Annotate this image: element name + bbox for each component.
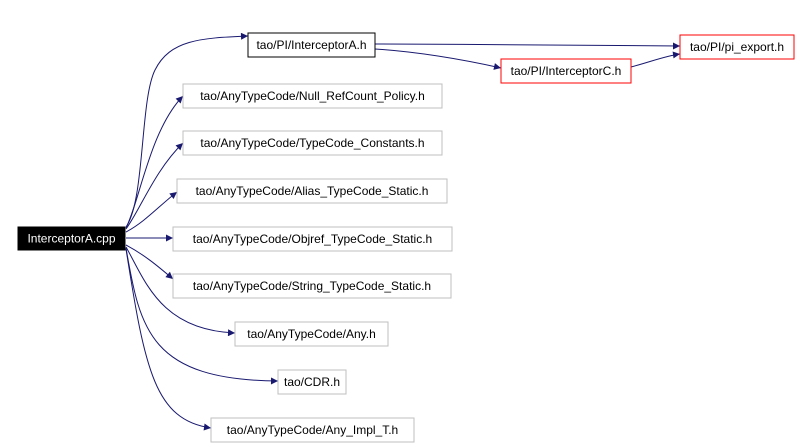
nodes: InterceptorA.cpp tao/PI/InterceptorA.h t… <box>17 32 795 443</box>
node-interceptor-a-h-label: tao/PI/InterceptorA.h <box>256 38 366 52</box>
edge <box>125 95 184 229</box>
edge <box>125 246 236 337</box>
node-typecode-constants-label: tao/AnyTypeCode/TypeCode_Constants.h <box>200 136 424 150</box>
node-root[interactable]: InterceptorA.cpp <box>17 226 126 251</box>
edge <box>125 244 174 280</box>
node-cdr-h-label: tao/CDR.h <box>284 375 340 389</box>
node-cdr-h[interactable]: tao/CDR.h <box>277 369 347 395</box>
node-pi-export-label: tao/PI/pi_export.h <box>690 40 784 54</box>
node-null-refcount-policy-label: tao/AnyTypeCode/Null_RefCount_Policy.h <box>200 89 425 103</box>
node-string-typecode-static[interactable]: tao/AnyTypeCode/String_TypeCode_Static.h <box>172 273 452 299</box>
node-interceptor-a-h[interactable]: tao/PI/InterceptorA.h <box>247 32 376 58</box>
node-any-impl-t-h-label: tao/AnyTypeCode/Any_Impl_T.h <box>227 423 398 437</box>
node-interceptor-c-h-label: tao/PI/InterceptorC.h <box>511 64 622 78</box>
edge <box>125 247 279 385</box>
node-any-h[interactable]: tao/AnyTypeCode/Any.h <box>234 321 389 347</box>
node-pi-export[interactable]: tao/PI/pi_export.h <box>679 34 795 60</box>
edge <box>374 42 681 50</box>
node-objref-typecode-static-label: tao/AnyTypeCode/Objref_TypeCode_Static.h <box>193 232 432 246</box>
node-alias-typecode-static-label: tao/AnyTypeCode/Alias_TypeCode_Static.h <box>196 184 429 198</box>
node-alias-typecode-static[interactable]: tao/AnyTypeCode/Alias_TypeCode_Static.h <box>176 178 448 204</box>
node-objref-typecode-static[interactable]: tao/AnyTypeCode/Objref_TypeCode_Static.h <box>172 226 453 252</box>
node-root-label: InterceptorA.cpp <box>27 232 115 246</box>
edge <box>125 248 212 431</box>
edge <box>630 51 681 68</box>
edge <box>125 142 184 230</box>
edges <box>125 32 681 431</box>
node-interceptor-c-h[interactable]: tao/PI/InterceptorC.h <box>500 58 632 84</box>
node-string-typecode-static-label: tao/AnyTypeCode/String_TypeCode_Static.h <box>193 279 431 293</box>
node-any-impl-t-h[interactable]: tao/AnyTypeCode/Any_Impl_T.h <box>210 417 415 443</box>
edge <box>374 48 502 70</box>
node-null-refcount-policy[interactable]: tao/AnyTypeCode/Null_RefCount_Policy.h <box>182 83 443 109</box>
node-typecode-constants[interactable]: tao/AnyTypeCode/TypeCode_Constants.h <box>182 130 443 156</box>
edge <box>125 191 178 233</box>
node-any-h-label: tao/AnyTypeCode/Any.h <box>247 327 376 341</box>
edge <box>125 32 249 228</box>
